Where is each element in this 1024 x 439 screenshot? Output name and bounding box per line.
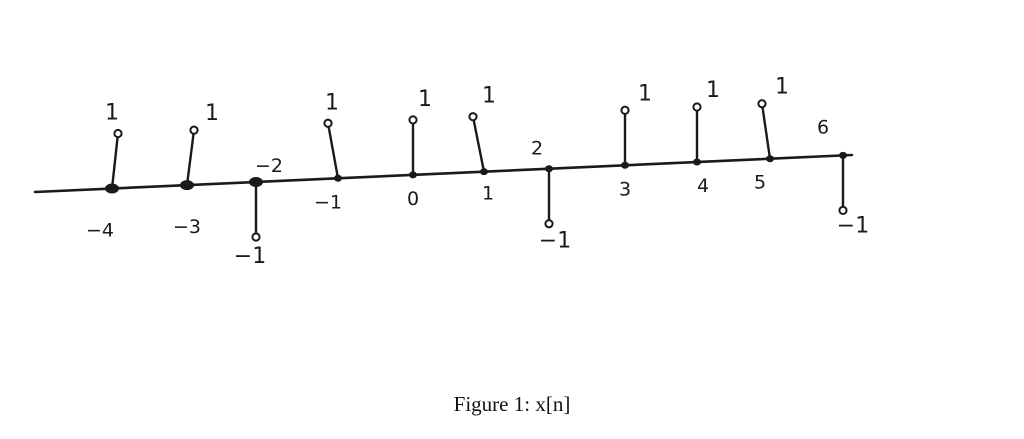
- x-tick-label: −4: [86, 220, 114, 242]
- value-label: 1: [482, 84, 496, 109]
- stem-head-marker: [620, 105, 630, 115]
- value-label: 1: [205, 101, 219, 126]
- stem-head-marker: [323, 118, 333, 128]
- x-tick-label: 2: [531, 138, 543, 160]
- value-label: 1: [418, 87, 432, 112]
- stem-head-marker: [544, 219, 554, 229]
- stem-head-marker: [251, 232, 261, 242]
- value-label: −1: [539, 229, 571, 254]
- value-labels-group: 1 1 −1 1 1 1 −1 1 1 1 −1: [105, 75, 869, 269]
- value-label: 1: [775, 75, 789, 100]
- value-label: 1: [325, 90, 339, 115]
- value-label: 1: [638, 81, 652, 106]
- value-label: 1: [105, 101, 119, 126]
- x-tick-label: −1: [314, 191, 342, 213]
- stem-head-marker: [113, 128, 123, 139]
- value-label: −1: [837, 213, 869, 238]
- value-label: 1: [706, 78, 720, 103]
- x-tick-label: −3: [173, 216, 201, 238]
- x-axis-line: [33, 153, 854, 194]
- stem-line: [760, 102, 772, 160]
- value-label: −1: [234, 244, 266, 269]
- x-tick-label: 6: [817, 116, 829, 138]
- x-tick-label: 4: [697, 175, 709, 197]
- x-tick-label: 3: [619, 178, 631, 200]
- stem-head-marker: [189, 125, 199, 135]
- x-tick-label: 5: [754, 172, 766, 194]
- x-tick-label: 1: [482, 183, 494, 205]
- stem-head-marker: [468, 112, 478, 122]
- stem-head-marker: [408, 115, 418, 125]
- stem-head-marker: [757, 99, 767, 109]
- stem-line: [185, 128, 196, 187]
- stem-line: [326, 122, 340, 180]
- stem-head-marker: [838, 205, 848, 216]
- stem-head-marker: [692, 102, 702, 112]
- stem-line: [471, 115, 486, 173]
- tick-labels-group: −4 −3 −2 −1 0 1 2 3 4 5 6: [86, 116, 829, 241]
- stems-group: [105, 99, 848, 242]
- stem-line: [110, 132, 120, 190]
- x-tick-label: −2: [255, 155, 283, 177]
- figure-caption: Figure 1: x[n]: [453, 392, 571, 416]
- x-tick-label: 0: [407, 188, 419, 210]
